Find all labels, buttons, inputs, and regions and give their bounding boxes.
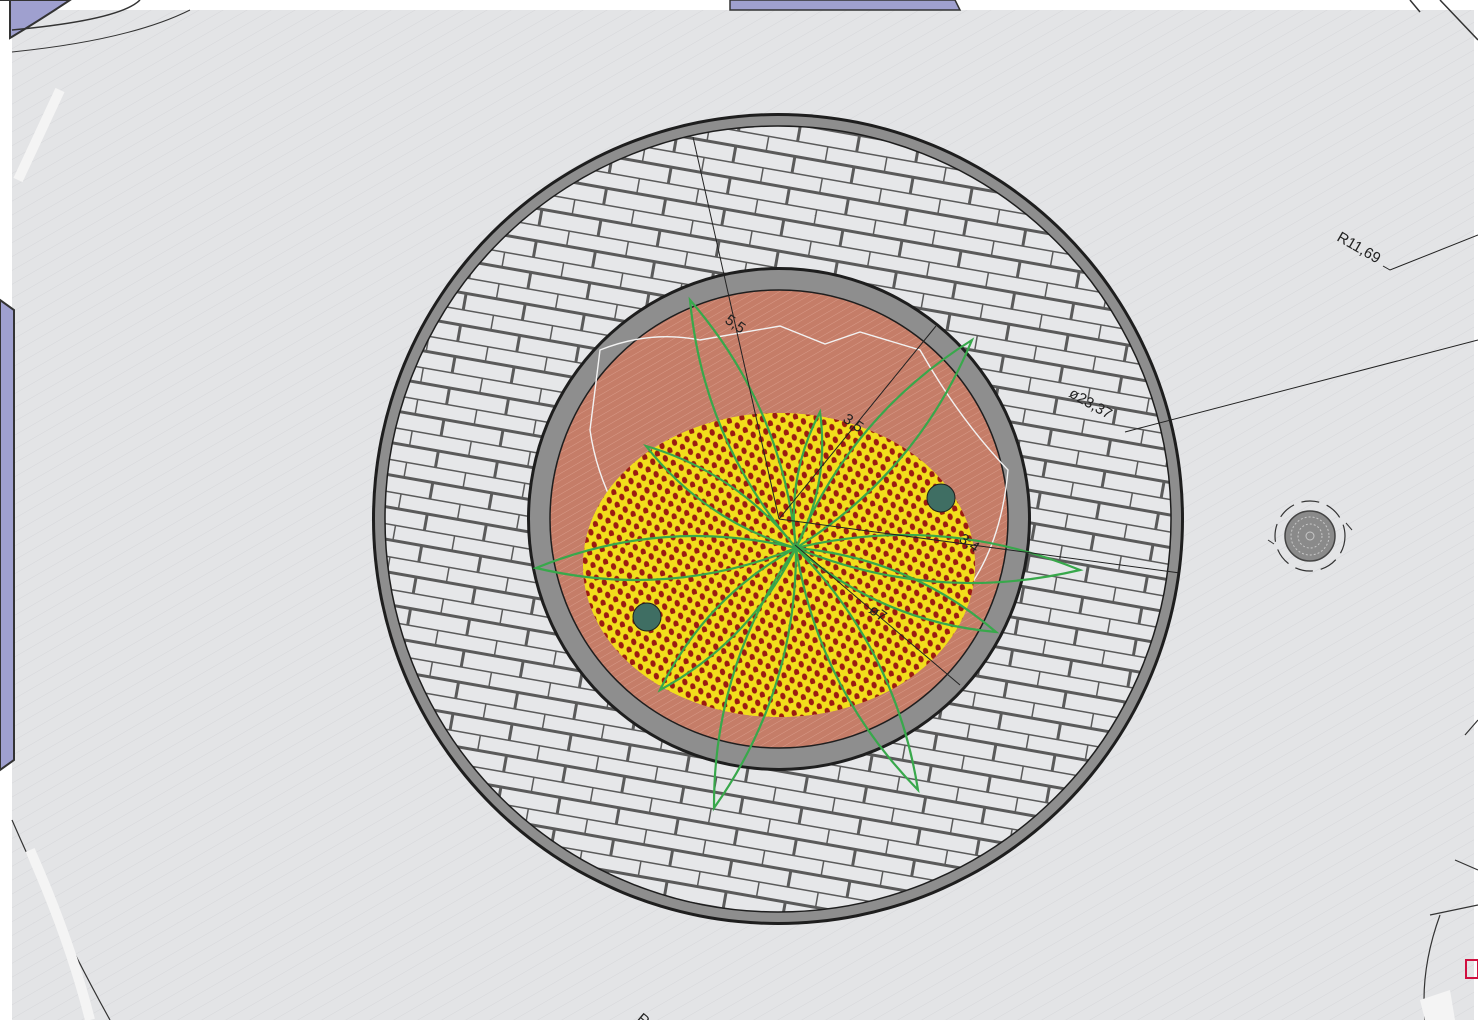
dimension-lines bbox=[692, 136, 1478, 686]
plant-leaf bbox=[532, 534, 800, 582]
plant-leaf bbox=[712, 544, 798, 812]
drain-icon bbox=[1267, 500, 1353, 572]
plant-leaf bbox=[792, 533, 1084, 585]
stone-left bbox=[632, 602, 662, 632]
plant-leaf bbox=[643, 443, 799, 551]
plant-leaf bbox=[657, 545, 799, 693]
plant-leaf bbox=[792, 408, 824, 552]
plant-leaf bbox=[794, 544, 920, 794]
dim-bottom-label: R bbox=[633, 1010, 652, 1020]
plant-leaf bbox=[792, 546, 1000, 634]
dim-inner-diameter-7: ø7 bbox=[866, 601, 890, 625]
stone-right bbox=[926, 483, 956, 513]
plant-leaf bbox=[793, 337, 975, 551]
plant-leaf bbox=[688, 296, 798, 552]
plant-leaves bbox=[532, 296, 1084, 812]
